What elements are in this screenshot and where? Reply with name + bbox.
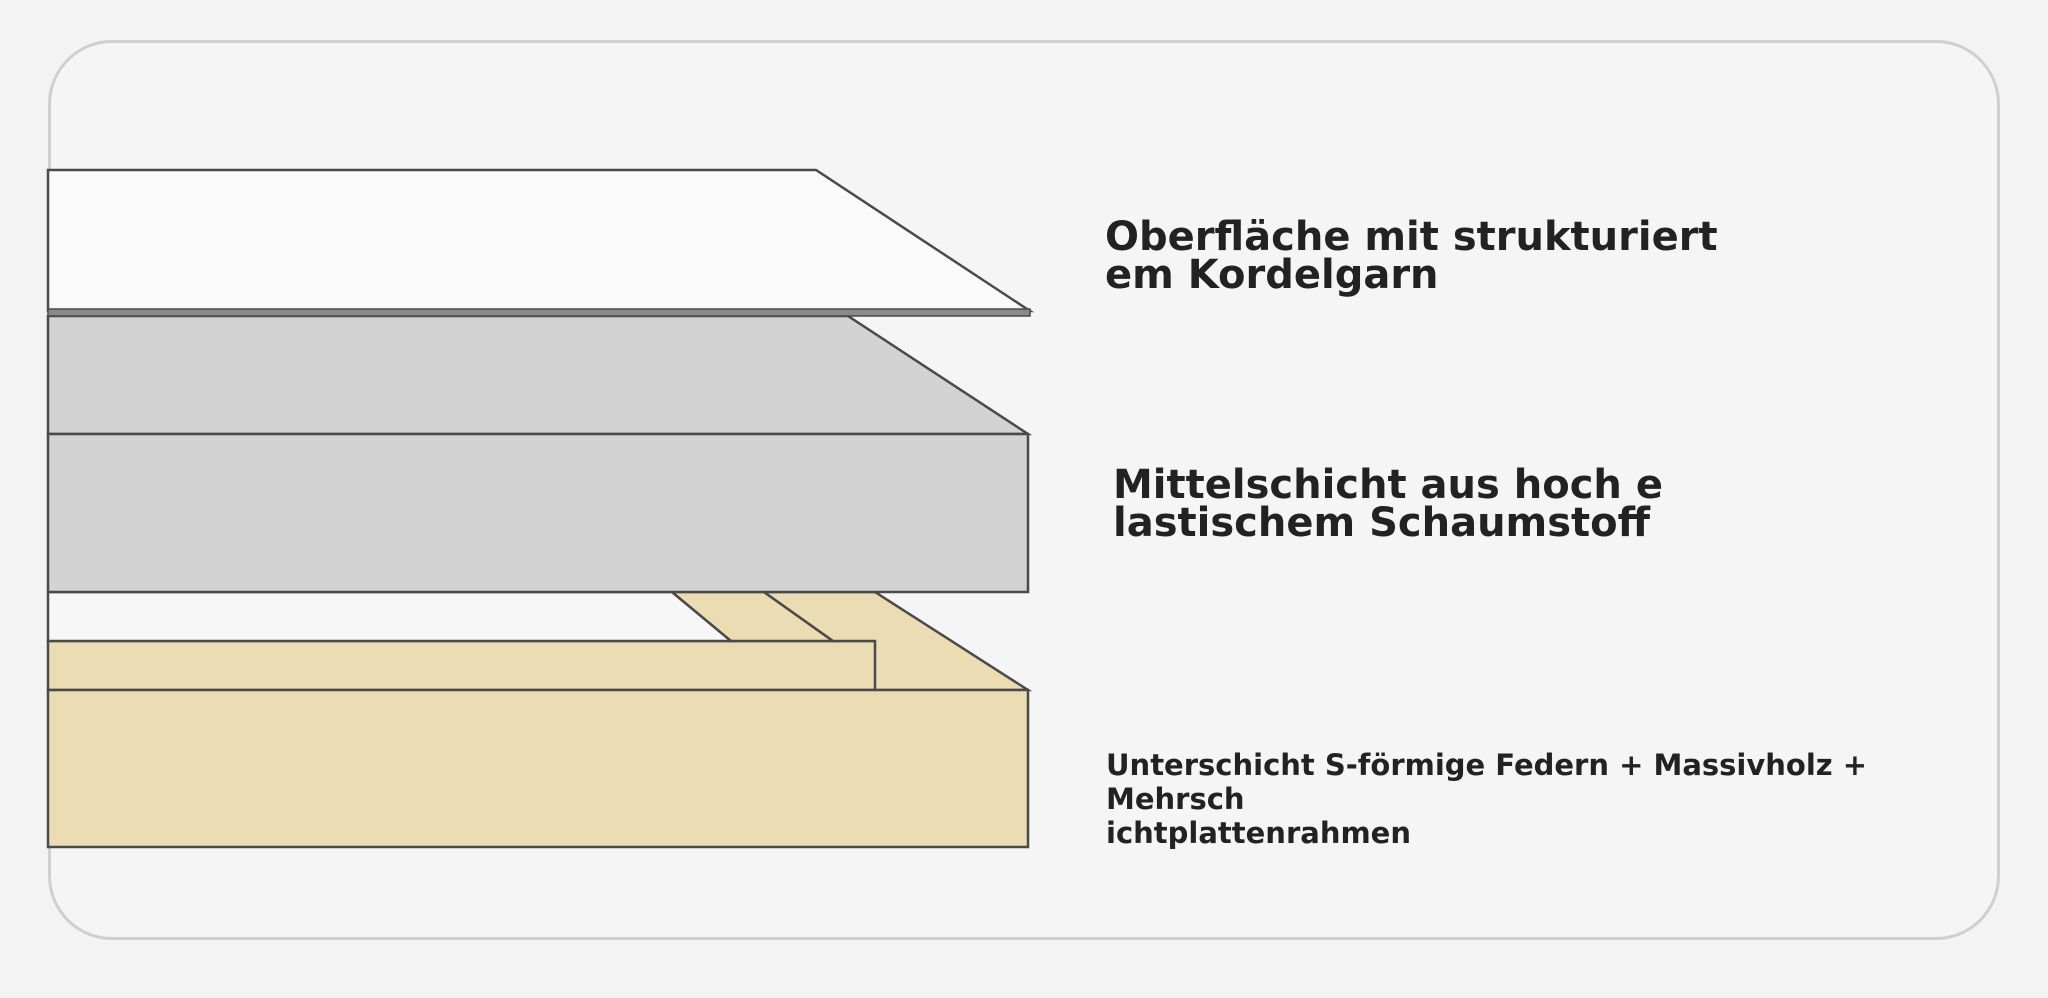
bottom-layer-shape xyxy=(46,590,1033,849)
bottom-layer-label: Unterschicht S-förmige Federn + Massivho… xyxy=(1106,748,1868,850)
bottom-layer-cutout xyxy=(46,590,735,643)
bottom-layer-front-face xyxy=(46,688,1030,849)
top-layer-shape xyxy=(46,168,1035,317)
middle-layer-label: Mittelschicht aus hoch e lastischem Scha… xyxy=(1113,462,1663,546)
top-layer-top-face xyxy=(46,168,1035,313)
top-layer-edge xyxy=(47,308,1031,317)
middle-layer-top-face xyxy=(46,314,1033,436)
middle-layer-shape xyxy=(46,314,1033,594)
top-layer-label: Oberfläche mit strukturiert em Kordelgar… xyxy=(1105,214,1718,298)
middle-layer-front-face xyxy=(46,432,1030,594)
